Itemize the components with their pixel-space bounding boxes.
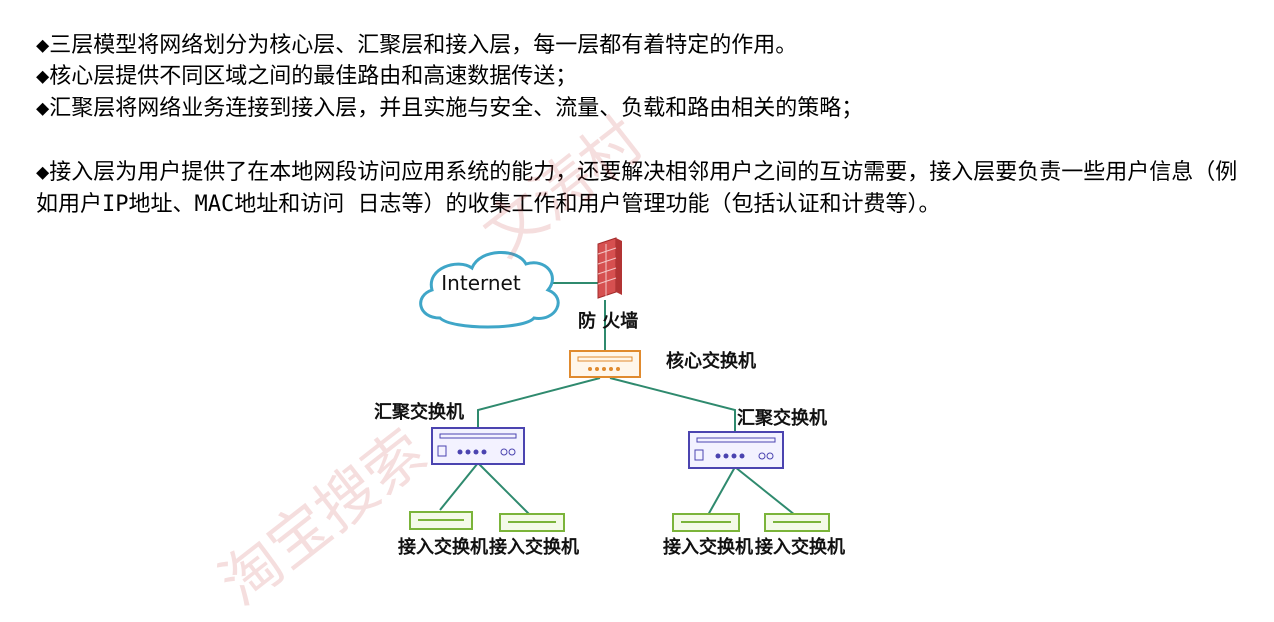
aggregation-switch-right-icon <box>688 431 784 469</box>
bullet-icon: ◆ <box>36 160 50 185</box>
access-switch-icon-3 <box>672 513 740 532</box>
aggregation-switch-left-icon <box>431 427 525 465</box>
link-agg-right-access-2 <box>734 466 796 516</box>
bullet-icon: ◆ <box>36 96 50 121</box>
link-core-agg-left <box>477 377 601 428</box>
bullet-paragraph-4: ◆接入层为用户提供了在本地网段访问应用系统的能力，还要解决相邻用户之间的互访需要… <box>36 157 1244 221</box>
core-switch-label: 核心交换机 <box>666 351 756 372</box>
link-agg-right-access-1 <box>707 466 736 516</box>
network-diagram: Internet <box>409 237 830 532</box>
internet-label: Internet <box>441 271 521 295</box>
firewall-label: 防 火墙 <box>578 311 639 332</box>
access-switch-label-1: 接入交换机 <box>398 537 488 558</box>
bullet-line-1: ◆三层模型将网络划分为核心层、汇聚层和接入层，每一层都有着特定的作用。 <box>36 30 1244 62</box>
line-3-text: 汇聚层将网络业务连接到接入层，并且实施与安全、流量、负载和路由相关的策略； <box>49 96 864 121</box>
line-1-text: 三层模型将网络划分为核心层、汇聚层和接入层，每一层都有着特定的作用。 <box>49 33 798 58</box>
link-agg-left-access-2 <box>477 462 531 516</box>
firewall-icon <box>597 237 622 299</box>
bullet-line-3: ◆汇聚层将网络业务连接到接入层，并且实施与安全、流量、负载和路由相关的策略； <box>36 93 1244 125</box>
core-switch-icon <box>569 350 641 378</box>
access-switch-label-3: 接入交换机 <box>663 537 753 558</box>
access-switch-label-4: 接入交换机 <box>755 537 845 558</box>
bullet-line-2: ◆核心层提供不同区域之间的最佳路由和高速数据传送； <box>36 61 1244 93</box>
access-switch-icon-2 <box>499 513 565 532</box>
link-core-agg-right <box>609 377 736 433</box>
access-switch-icon-4 <box>764 513 830 532</box>
paragraph-4-text: 接入层为用户提供了在本地网段访问应用系统的能力，还要解决相邻用户之间的互访需要，… <box>36 160 1238 217</box>
aggregation-switch-left-label: 汇聚交换机 <box>374 402 464 423</box>
bullet-icon: ◆ <box>36 64 50 89</box>
access-switch-label-2: 接入交换机 <box>489 537 579 558</box>
internet-cloud-icon <box>419 251 560 329</box>
bullet-icon: ◆ <box>36 33 50 58</box>
links <box>439 282 796 516</box>
access-switch-icon-1 <box>409 511 473 530</box>
link-agg-left-access-1 <box>439 462 479 511</box>
line-2-text: 核心层提供不同区域之间的最佳路由和高速数据传送； <box>49 64 578 89</box>
aggregation-switch-right-label: 汇聚交换机 <box>737 408 827 429</box>
